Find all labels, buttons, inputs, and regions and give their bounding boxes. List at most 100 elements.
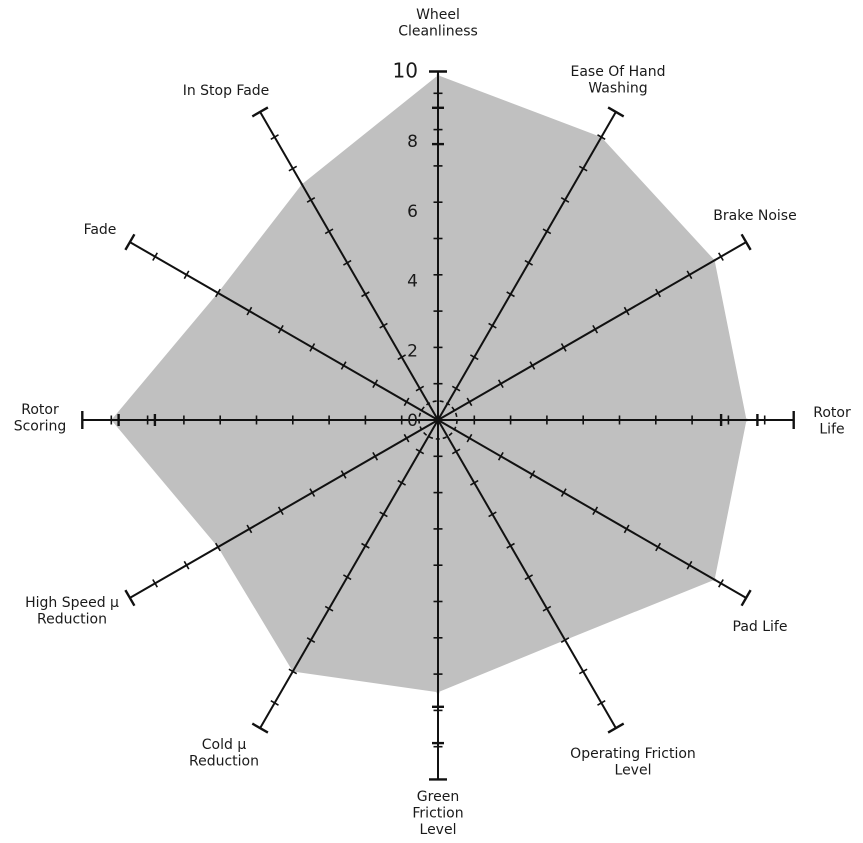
axis-tick (529, 361, 536, 370)
axis-label-line: Level (420, 822, 457, 838)
axis-label-line: Cold μ (202, 737, 247, 753)
axis-tick (306, 637, 316, 643)
axis-line (437, 419, 617, 729)
axis-label-line: In Stop Fade (183, 83, 270, 99)
axis-label-line: Pad Life (733, 619, 788, 635)
axis-label: In Stop Fade (183, 83, 270, 99)
axis-tick (403, 433, 410, 443)
axis-tick (623, 524, 630, 534)
axis-tick (488, 322, 497, 329)
axis-tick (466, 397, 473, 407)
axis-tick (397, 479, 406, 486)
axis-tick (451, 448, 461, 455)
axis-tick (379, 511, 388, 518)
axis-label-line: High Speed μ (25, 595, 119, 611)
axis-spoke (429, 420, 447, 781)
radial-tick-label: 0 (407, 411, 418, 431)
axis-label-line: Green (417, 789, 459, 805)
axis-tick (686, 560, 693, 570)
axis-tick (655, 542, 661, 552)
axis-end-cap (251, 722, 269, 734)
axis-spoke (81, 411, 438, 429)
axis-line (259, 111, 439, 421)
axis-tick (215, 542, 221, 552)
axis-spoke (251, 106, 439, 421)
axis-label-line: Fade (84, 222, 117, 238)
axis-label: Pad Life (733, 619, 788, 635)
axis-spoke (437, 419, 625, 734)
axis-tick (497, 379, 504, 388)
axis-line (259, 419, 439, 729)
axis-tick (340, 470, 347, 479)
axis-end-cap (740, 589, 752, 607)
axis-label-line: Ease Of Hand (570, 64, 665, 80)
axis-tick (686, 270, 693, 280)
axis-tick (270, 134, 279, 140)
axis-spoke (251, 419, 439, 734)
axis-tick (597, 700, 606, 706)
axis-tick (488, 511, 497, 518)
axis-tick (560, 637, 570, 643)
axis-tick (183, 560, 190, 570)
axis-tick (592, 324, 599, 334)
center-circle (418, 400, 458, 440)
axis-tick (470, 354, 479, 361)
axis-tick (470, 479, 479, 486)
axis-tick (506, 291, 515, 298)
axis-label-line: Reduction (189, 754, 259, 770)
axis-tick (379, 322, 388, 329)
axis-tick (542, 228, 552, 235)
axis-tick (623, 306, 630, 316)
axis-label-line: Cleanliness (398, 24, 478, 40)
axis-tick (361, 542, 370, 549)
axis-tick (183, 270, 190, 280)
axis-tick (451, 385, 461, 392)
axis-tick (403, 397, 410, 407)
axis-line (437, 241, 747, 421)
axis-spoke (124, 419, 439, 607)
axis-tick (560, 197, 570, 203)
axis-label-line: Reduction (37, 612, 107, 628)
axis-tick (246, 524, 253, 534)
axis-label: Fade (84, 222, 117, 238)
axis-spoke (124, 233, 439, 421)
axis-line (437, 111, 617, 421)
axis-end-cap (607, 722, 625, 734)
axis-tick (592, 506, 599, 516)
axis-tick (288, 668, 298, 675)
axis-tick (397, 354, 406, 361)
axis-tick (324, 605, 334, 612)
axis-line (129, 241, 439, 421)
axis-label-line: Level (615, 763, 652, 779)
axis-tick (277, 324, 284, 334)
radial-tick-label: 8 (407, 132, 418, 152)
axis-label-line: Wheel (416, 7, 460, 23)
axis-tick (560, 343, 567, 352)
axis-end-cap (607, 106, 625, 118)
axis-tick (342, 574, 352, 581)
data-area (111, 75, 747, 693)
axis-tick (215, 288, 221, 298)
axis-tick (578, 165, 588, 172)
axis-label-line: Operating Friction (570, 746, 696, 762)
axis-spoke (437, 419, 752, 607)
radial-tick-label: 4 (407, 272, 418, 292)
axis-tick (578, 668, 588, 675)
axis-tick (415, 385, 425, 392)
axis-end-cap (251, 106, 269, 118)
axis-tick (718, 252, 724, 261)
axis-tick (152, 579, 158, 588)
axis-tick (372, 452, 379, 461)
axis-tick (309, 488, 316, 497)
axis-tick (524, 574, 534, 581)
axis-label-line: Brake Noise (713, 208, 796, 224)
